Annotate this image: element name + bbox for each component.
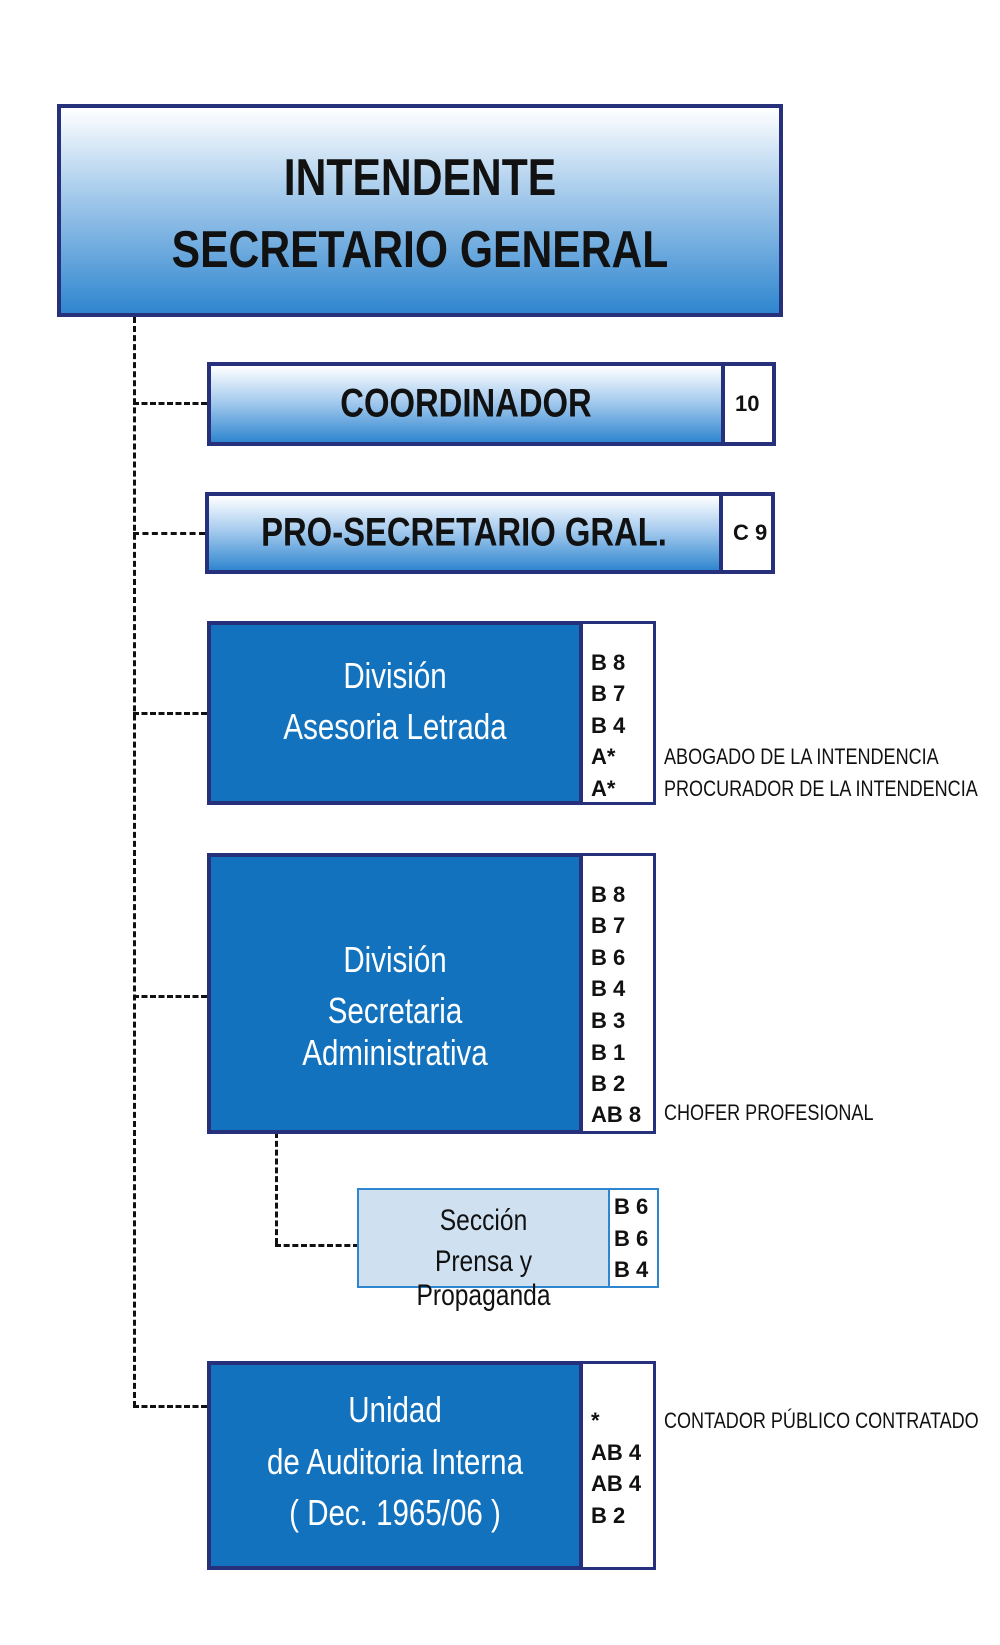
asesoria-code: A* (591, 776, 616, 801)
connector-seccion-vertical (275, 1132, 278, 1244)
secretaria-code: B 4 (591, 976, 626, 1001)
prosecretario-box: PRO-SECRETARIO GRAL. (205, 492, 723, 574)
asesoria-code: B 7 (591, 681, 626, 706)
auditoria-code: * (591, 1408, 600, 1433)
seccion-line2: Prensa y Propaganda (416, 1245, 551, 1312)
secretaria-code: B 8 (591, 882, 626, 907)
secretaria-code: B 1 (591, 1040, 626, 1065)
secretaria-codes-box: B 8 B 7 B 6 B 4 B 3 B 1 B 2 AB 8 (579, 853, 656, 1134)
seccion-prensa-box: Sección Prensa y Propaganda (357, 1188, 610, 1312)
prosecretario-code: C 9 (733, 520, 768, 545)
connector-prosecretario (133, 532, 205, 535)
auditoria-code: AB 4 (591, 1471, 642, 1496)
connector-asesoria (133, 712, 207, 715)
seccion-line1: Sección (439, 1204, 528, 1237)
coordinador-label: COORDINADOR (340, 381, 592, 426)
connector-seccion (275, 1244, 359, 1247)
seccion-code: B 6 (614, 1226, 649, 1251)
auditoria-note-contador: CONTADOR PÚBLICO CONTRATADO (664, 1408, 979, 1433)
asesoria-note-procurador: PROCURADOR DE LA INTENDENCIA (664, 776, 978, 801)
connector-auditoria (133, 1405, 207, 1408)
asesoria-line1: División (343, 655, 447, 696)
prosecretario-code-box: C 9 (719, 492, 775, 574)
secretaria-administrativa-box: División Secretaria Administrativa (207, 853, 583, 1134)
seccion-code: B 6 (614, 1194, 649, 1219)
connector-coordinador (133, 402, 207, 405)
auditoria-interna-box: Unidad de Auditoria Interna ( Dec. 1965/… (207, 1361, 583, 1570)
secretaria-code: B 6 (591, 945, 626, 970)
secretaria-code: B 2 (591, 1071, 626, 1096)
auditoria-codes-box: * AB 4 AB 4 B 2 (579, 1361, 656, 1570)
asesoria-code: B 4 (591, 713, 626, 738)
secretaria-code: B 3 (591, 1008, 626, 1033)
asesoria-code: B 8 (591, 650, 626, 675)
auditoria-line3: ( Dec. 1965/06 ) (289, 1492, 501, 1533)
secretaria-code: AB 8 (591, 1102, 642, 1127)
coordinador-code-box: 10 (721, 362, 776, 446)
asesoria-letrada-box: División Asesoria Letrada (207, 621, 583, 805)
secretario-general-title: SECRETARIO GENERAL (171, 221, 669, 279)
auditoria-line1: Unidad (348, 1389, 442, 1430)
coordinador-box: COORDINADOR (207, 362, 725, 446)
asesoria-codes-box: B 8 B 7 B 4 A* A* (579, 621, 656, 805)
secretaria-line1: División (343, 939, 447, 980)
seccion-codes-box: B 6 B 6 B 4 (608, 1188, 659, 1288)
asesoria-line2: Asesoria Letrada (283, 706, 507, 747)
auditoria-code: B 2 (591, 1503, 626, 1528)
connector-secretaria (133, 995, 207, 998)
secretaria-note-chofer: CHOFER PROFESIONAL (664, 1100, 874, 1125)
seccion-code: B 4 (614, 1257, 649, 1282)
asesoria-note-abogado: ABOGADO DE LA INTENDENCIA (664, 744, 939, 769)
coordinador-code: 10 (735, 391, 760, 416)
auditoria-code: AB 4 (591, 1440, 642, 1465)
secretaria-code: B 7 (591, 913, 626, 938)
auditoria-line2: de Auditoria Interna (266, 1441, 524, 1482)
intendente-title: INTENDENTE (283, 149, 557, 207)
intendente-box: INTENDENTE SECRETARIO GENERAL (57, 104, 783, 317)
asesoria-code: A* (591, 744, 616, 769)
secretaria-line2: Secretaria Administrativa (302, 990, 488, 1073)
prosecretario-label: PRO-SECRETARIO GRAL. (261, 510, 667, 555)
main-connector-line (133, 317, 136, 1407)
